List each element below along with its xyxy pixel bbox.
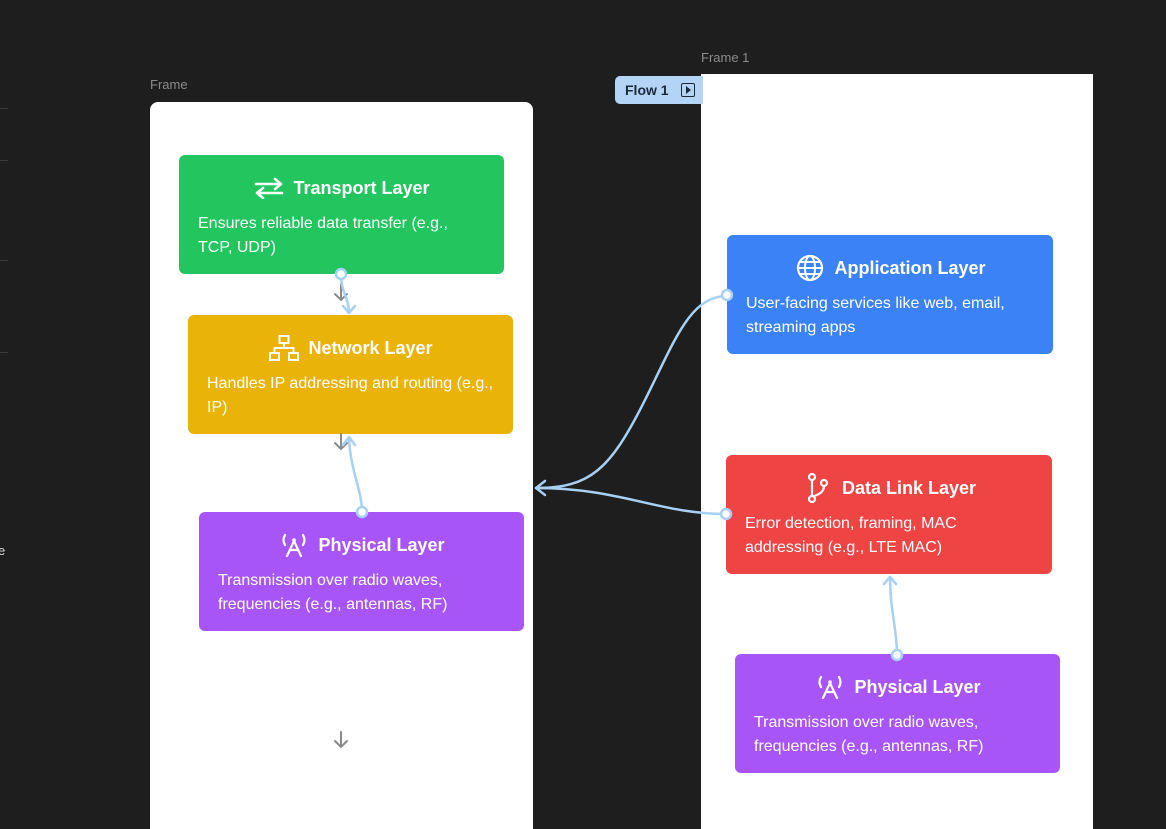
card-description: Transmission over radio waves, frequenci… <box>754 714 984 755</box>
connector-application-frame <box>534 294 729 490</box>
card-description: User-facing services like web, email, st… <box>746 295 1005 336</box>
panel-edge-text: e <box>0 543 6 558</box>
card-title: Data Link Layer <box>841 477 977 498</box>
card-title: Physical Layer <box>318 534 445 555</box>
frame-label-left[interactable]: Frame <box>150 77 188 92</box>
flow-label: Flow 1 <box>625 82 669 98</box>
connector-physical-network <box>347 435 364 514</box>
panel-edge-divider <box>0 352 8 353</box>
card-description: Handles IP addressing and routing (e.g.,… <box>207 375 494 416</box>
card-title: Physical Layer <box>854 676 981 697</box>
connector-handle <box>334 267 348 281</box>
git-branch-icon <box>803 473 833 503</box>
connector-arrowhead <box>882 575 898 586</box>
connector-arrowhead <box>341 435 357 447</box>
connector-handle <box>719 507 733 521</box>
transport-layer-card[interactable]: Transport Layer Ensures reliable data tr… <box>179 155 504 274</box>
card-description: Ensures reliable data transfer (e.g., TC… <box>198 215 448 256</box>
connector-arrowhead <box>341 304 357 315</box>
arrows-left-right-icon <box>254 177 284 199</box>
application-layer-card[interactable]: Application Layer User-facing services l… <box>727 235 1053 354</box>
card-title: Network Layer <box>308 337 433 358</box>
network-layer-card[interactable]: Network Layer Handles IP addressing and … <box>188 315 513 434</box>
antenna-icon <box>279 533 309 557</box>
globe-icon <box>795 254 825 282</box>
data-link-layer-card[interactable]: Data Link Layer Error detection, framing… <box>726 455 1052 574</box>
network-icon <box>269 335 300 361</box>
connector-handle <box>720 288 734 302</box>
flow-start-tag[interactable]: Flow 1 <box>615 76 703 104</box>
connector-datalink-frame <box>534 486 728 516</box>
panel-edge-divider <box>0 108 8 109</box>
panel-edge-divider <box>0 160 8 161</box>
connector-physical-datalink <box>888 575 899 656</box>
card-title: Application Layer <box>834 257 986 278</box>
physical-layer-card-left[interactable]: Physical Layer Transmission over radio w… <box>199 512 524 631</box>
panel-edge-divider <box>0 260 8 261</box>
connector-handle <box>355 505 369 519</box>
connector-handle <box>890 648 904 662</box>
card-description: Error detection, framing, MAC addressing… <box>745 515 957 556</box>
antenna-icon <box>815 675 845 699</box>
connector-arrowhead <box>534 479 547 497</box>
frame-label-right[interactable]: Frame 1 <box>701 50 750 65</box>
physical-layer-card-right[interactable]: Physical Layer Transmission over radio w… <box>735 654 1060 773</box>
flow-arrow-down <box>334 433 348 451</box>
card-description: Transmission over radio waves, frequenci… <box>218 572 448 613</box>
flow-arrow-down <box>334 731 348 749</box>
play-icon <box>680 83 695 97</box>
card-title: Transport Layer <box>293 177 430 198</box>
